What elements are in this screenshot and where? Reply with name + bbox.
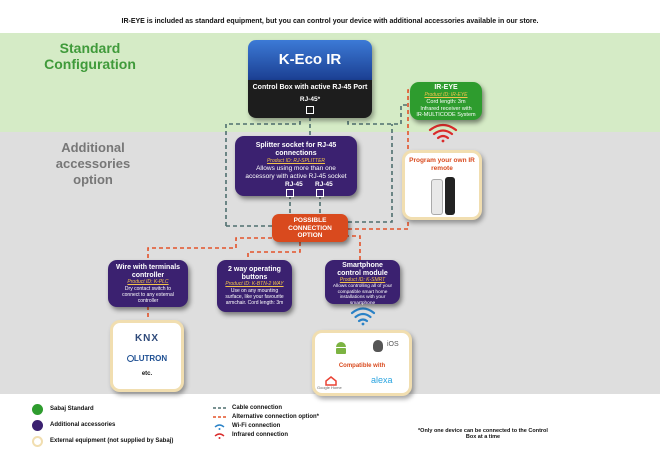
keco-control-box: Control Box with active RJ-45 Port RJ-45… bbox=[248, 80, 372, 118]
alexa-label: alexa bbox=[371, 375, 393, 385]
ios-label: iOS bbox=[387, 341, 399, 348]
legend-footnote-line1: *Only one device can be connected to the… bbox=[418, 428, 548, 434]
keco-logo: K-Eco IR bbox=[278, 51, 342, 68]
splitter-line2: accessory with active RJ-45 socket bbox=[245, 172, 347, 180]
alt-to-smart bbox=[345, 235, 361, 260]
smart-line2: compatible smart home bbox=[337, 289, 388, 295]
cable-right-loop bbox=[348, 124, 393, 223]
smart-title2: control module bbox=[337, 269, 388, 277]
google-home-label: Google Home bbox=[317, 385, 342, 390]
smart-line1: Allows controlling all of your bbox=[332, 284, 393, 289]
keco-label: Control Box with active RJ-45 Port bbox=[252, 84, 368, 91]
legend-cream-swatch bbox=[32, 436, 43, 447]
google-home-icon bbox=[325, 373, 337, 386]
header-note: IR-EYE is included as standard equipment… bbox=[121, 18, 539, 25]
splitter-socket2-icon bbox=[316, 189, 324, 197]
smart-compatibility-card: iOS Compatible with Google Home alexa bbox=[312, 330, 412, 396]
legend-external-label: External equipment (not supplied by Saba… bbox=[50, 438, 174, 444]
smart-line4: smartphone bbox=[349, 300, 376, 306]
wire-line2: connect to any external bbox=[122, 292, 174, 298]
keco-logo-box: K-Eco IR bbox=[248, 40, 372, 80]
splitter-title: Splitter socket for RJ-45 connections bbox=[255, 142, 337, 157]
section-standard: Standard Configuration bbox=[30, 40, 150, 72]
apple-icon bbox=[373, 340, 383, 352]
remote-white-icon bbox=[431, 179, 443, 215]
possible-line3: OPTION bbox=[297, 232, 323, 239]
wifi-icon bbox=[350, 307, 376, 326]
alt-to-twoway bbox=[247, 242, 301, 260]
external-etc: etc. bbox=[141, 371, 153, 377]
splitter-port1-label: RJ-45 bbox=[285, 181, 303, 188]
cable-left-loop bbox=[225, 117, 301, 226]
legend-line-icons bbox=[213, 407, 226, 439]
smartphone-module-box: Smartphone control module Product ID: K-… bbox=[325, 260, 400, 306]
ir-remote-card: Program your own IR remote bbox=[402, 150, 482, 220]
possible-line2: CONNECTION bbox=[288, 224, 332, 232]
legend-purple-swatch bbox=[32, 420, 43, 431]
keco-port-label: RJ-45* bbox=[299, 96, 321, 103]
smart-product-id[interactable]: Product ID: K-SMRT bbox=[339, 277, 386, 283]
ireye-box: IR-EYE Product ID: IR-EYE Cord length: 3… bbox=[410, 82, 482, 120]
wire-controller-box: Wire with terminals controller Product I… bbox=[108, 260, 188, 307]
splitter-product-id[interactable]: Product ID: RJ-SPLITTER bbox=[266, 158, 326, 164]
legend-standard-label: Sabaj Standard bbox=[50, 406, 94, 412]
wire-line3: controller bbox=[137, 298, 159, 304]
section-standard-line2: Configuration bbox=[44, 56, 136, 72]
wire-line1: Dry contact switch to bbox=[124, 286, 172, 292]
legend-alt-label: Alternative connection option* bbox=[232, 414, 320, 420]
infrared-icon bbox=[428, 123, 458, 143]
ireye-product-id[interactable]: Product ID: IR-EYE bbox=[424, 92, 468, 98]
splitter-box: Splitter socket for RJ-45 connections Pr… bbox=[235, 136, 357, 197]
remote-black-icon bbox=[445, 177, 455, 215]
section-additional: Additional accessories option bbox=[38, 140, 148, 188]
twoway-title1: 2 way operating bbox=[228, 266, 281, 273]
ireye-line1: Cord length: 3m bbox=[426, 99, 466, 105]
external-controllers-card: KNX LUTRON etc. bbox=[110, 320, 184, 392]
knx-logo: KNX bbox=[113, 333, 181, 344]
section-standard-line1: Standard bbox=[59, 40, 121, 56]
section-additional-line3: option bbox=[73, 172, 113, 187]
section-additional-line1: Additional bbox=[61, 140, 125, 155]
twoway-line2: surface, like your favourite bbox=[225, 294, 284, 300]
splitter-socket1-icon bbox=[286, 189, 294, 197]
section-additional-line2: accessories bbox=[55, 156, 131, 171]
ireye-line2: Infrared receiver with bbox=[420, 105, 472, 112]
legend-green-swatch bbox=[32, 404, 43, 415]
lutron-ring-icon bbox=[126, 355, 134, 363]
twoway-title2: buttons bbox=[241, 273, 268, 281]
twoway-line1: Use on any mounting bbox=[230, 288, 279, 294]
possible-connection-box: POSSIBLE CONNECTION OPTION bbox=[272, 214, 348, 242]
legend-wifi-label: Wi-Fi connection bbox=[232, 423, 281, 429]
twoway-product-id[interactable]: Product ID: K-BTN-2 WAY bbox=[225, 281, 284, 287]
legend-cable-label: Cable connection bbox=[232, 405, 283, 411]
wire-title1: Wire with terminals bbox=[115, 264, 181, 271]
twoway-buttons-box: 2 way operating buttons Product ID: K-BT… bbox=[217, 260, 292, 312]
wire-title2: controller bbox=[131, 271, 165, 279]
splitter-line1: Allows using more than one bbox=[256, 165, 336, 172]
twoway-line3: armchair. Cord length: 3m bbox=[225, 300, 284, 306]
keco-rj45-socket-icon bbox=[306, 106, 314, 114]
legend-ir-label: Infrared connection bbox=[232, 432, 289, 438]
splitter-port2-label: RJ-45 bbox=[315, 181, 333, 188]
lutron-logo: LUTRON bbox=[113, 354, 181, 363]
legend-additional-label: Additional accessories bbox=[50, 422, 116, 428]
knx-brand: KNX bbox=[134, 333, 160, 344]
ir-remote-title: Program your own IR remote bbox=[409, 157, 475, 172]
legend-footnote: *Only one device can be connected to the… bbox=[398, 428, 568, 440]
android-icon bbox=[333, 339, 349, 355]
legend-footnote-line2: Box at a time bbox=[465, 434, 501, 440]
smart-line3: installations with your bbox=[339, 295, 386, 300]
possible-line1: POSSIBLE bbox=[293, 217, 327, 224]
lutron-brand: LUTRON bbox=[133, 354, 168, 363]
ireye-line3: IR-MULTICODE System bbox=[416, 112, 476, 118]
compatible-title: Compatible with bbox=[338, 363, 386, 369]
smart-title1: Smartphone bbox=[342, 262, 383, 269]
ireye-title: IR-EYE bbox=[434, 84, 458, 91]
wire-product-id[interactable]: Product ID: K-PLC bbox=[127, 279, 169, 285]
alt-to-wire bbox=[147, 237, 272, 260]
